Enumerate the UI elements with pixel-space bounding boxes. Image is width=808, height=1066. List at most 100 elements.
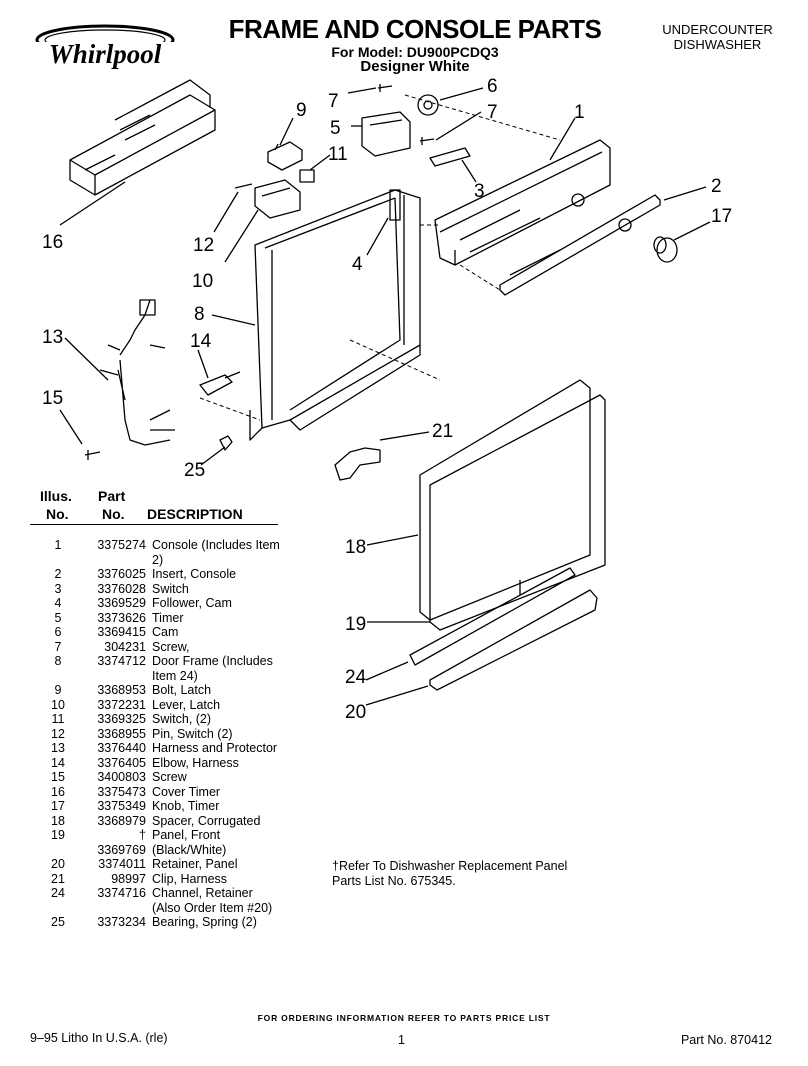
callout-25: 25 xyxy=(184,460,205,481)
callout-5: 5 xyxy=(330,118,341,139)
part-description: Screw, xyxy=(152,639,190,654)
part-number: 304231 xyxy=(104,639,146,654)
part-number: 3369769 xyxy=(97,842,146,857)
part-number: 3374011 xyxy=(98,857,146,871)
page-number: 1 xyxy=(398,1033,405,1047)
illus-number: 17 xyxy=(51,799,65,813)
callout-12: 12 xyxy=(193,235,214,256)
part-number: 3368955 xyxy=(97,726,146,741)
spring-bearing-drawing xyxy=(219,435,233,451)
callout-1: 1 xyxy=(574,102,585,123)
model-number: For Model: DU900PCDQ3 xyxy=(331,44,499,60)
illus-number: 8 xyxy=(54,654,62,668)
cam-drawing xyxy=(417,94,439,116)
page-title: FRAME AND CONSOLE PARTS xyxy=(228,14,602,44)
part-description: Door Frame (Includes Item 24) xyxy=(152,654,273,683)
part-description: Spacer, Corrugated xyxy=(152,813,261,828)
column-illus-label: Illus. xyxy=(40,488,72,504)
exploded-parts-diagram: 1 2 3 4 5 6 7 7 8 9 10 11 12 13 14 15 16… xyxy=(42,76,732,723)
screw-drawing xyxy=(377,84,393,92)
part-number: 98997 xyxy=(111,871,146,886)
part-description: Knob, Timer xyxy=(152,799,220,813)
callout-15: 15 xyxy=(42,388,63,409)
screw-drawing xyxy=(84,450,101,460)
door-frame-drawing xyxy=(249,189,421,441)
document-part-number: Part No. 870412 xyxy=(680,1033,772,1047)
part-description: Console (Includes Item 2) xyxy=(152,538,280,567)
harness-elbow-drawing xyxy=(199,371,241,396)
part-number: 3376028 xyxy=(97,581,146,596)
column-part-label: Part xyxy=(98,488,126,504)
table-row: 3369769 (Black/White) xyxy=(40,843,280,858)
switch-pin-drawing xyxy=(234,183,253,189)
part-description: Elbow, Harness xyxy=(152,755,239,770)
callout-7: 7 xyxy=(487,102,498,123)
latch-bolt-drawing xyxy=(267,141,303,171)
screw-drawing xyxy=(419,137,435,145)
part-number: 3369529 xyxy=(97,596,146,610)
table-row: 17 3375349 Knob, Timer xyxy=(40,799,280,814)
timer-drawing xyxy=(361,111,411,157)
part-number: 3369415 xyxy=(97,625,146,639)
part-number: 3374712 xyxy=(97,654,146,668)
illus-number: 3 xyxy=(54,581,62,596)
table-row: 16 3375473 Cover Timer xyxy=(40,785,280,800)
part-number: 3376025 xyxy=(97,567,146,581)
part-number: 3375349 xyxy=(97,799,146,813)
parts-table-header: Illus. No. Part No. DESCRIPTION xyxy=(30,488,278,525)
callout-18: 18 xyxy=(345,537,366,558)
illus-number: 18 xyxy=(51,813,65,828)
part-number: 3375473 xyxy=(97,784,146,799)
table-row: 19 † Panel, Front xyxy=(40,828,280,843)
part-number: 3373234 xyxy=(97,915,146,929)
illus-number: 13 xyxy=(51,741,65,755)
part-number: 3376405 xyxy=(97,755,146,770)
part-description: Retainer, Panel xyxy=(152,857,238,871)
part-number: 3368979 xyxy=(97,813,146,828)
part-description: (Black/White) xyxy=(152,842,227,857)
column-illus-label: No. xyxy=(46,506,69,522)
console-switch-drawing xyxy=(429,147,471,167)
callout-17: 17 xyxy=(711,206,732,227)
ordering-info: FOR ORDERING INFORMATION REFER TO PARTS … xyxy=(257,1013,551,1023)
illus-number: 25 xyxy=(51,915,65,929)
part-number: 3376440 xyxy=(97,741,146,755)
model-color: Designer White xyxy=(360,58,470,75)
illus-number: 14 xyxy=(51,755,65,770)
illus-number: 12 xyxy=(51,726,65,741)
illus-number: 16 xyxy=(51,784,65,799)
part-description: Cover Timer xyxy=(152,784,221,799)
alignment-lines xyxy=(199,94,561,421)
part-number: 3373626 xyxy=(97,610,146,625)
print-info: 9–95 Litho In U.S.A. (rle) xyxy=(30,1031,168,1045)
part-description: Switch xyxy=(152,581,189,596)
part-number: † xyxy=(139,828,146,842)
part-description: Lever, Latch xyxy=(152,697,221,712)
callout-11: 11 xyxy=(328,144,348,165)
table-row: 18 3368979 Spacer, Corrugated xyxy=(40,814,280,829)
illus-number: 2 xyxy=(54,567,62,581)
product-category: UNDERCOUNTER DISHWASHER xyxy=(662,22,773,52)
table-row: 8 3374712 Door Frame (Includes Item 24) xyxy=(40,654,280,683)
console-insert-drawing xyxy=(499,194,661,296)
callout-19: 19 xyxy=(345,614,366,635)
part-description: Bolt, Latch xyxy=(152,683,212,697)
part-description: Channel, Retainer (Also Order Item #20) xyxy=(152,886,273,915)
illus-number: 19 xyxy=(51,828,65,842)
part-number: 3400803 xyxy=(97,770,146,784)
illus-number: 24 xyxy=(51,886,65,900)
part-description: Panel, Front xyxy=(152,828,221,842)
callout-leader-lines xyxy=(59,87,711,706)
illus-number xyxy=(40,843,76,858)
panel-retainer-drawing xyxy=(429,589,598,691)
callout-7: 7 xyxy=(328,91,339,112)
callout-2: 2 xyxy=(711,176,722,197)
callout-24: 24 xyxy=(345,667,367,688)
cam-follower-drawing xyxy=(389,189,401,221)
